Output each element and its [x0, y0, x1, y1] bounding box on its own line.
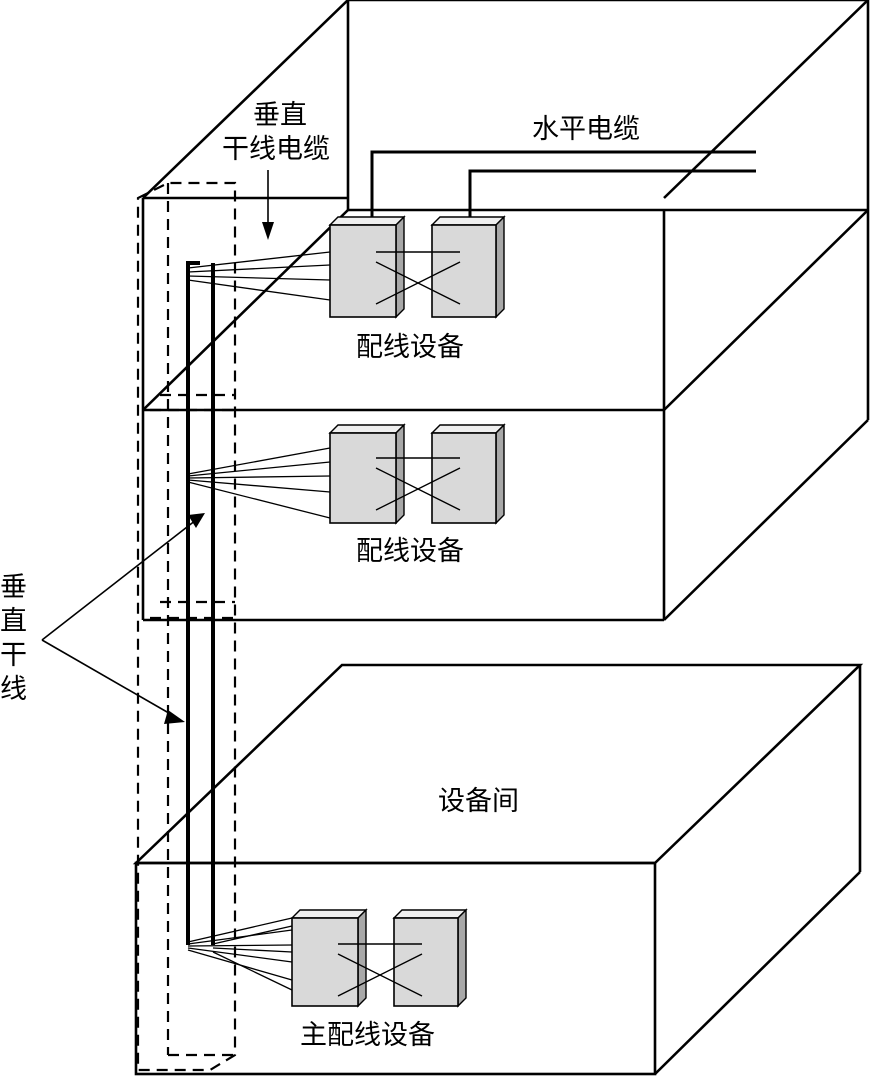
- vertical-cable-label-line2: 干线电缆: [222, 134, 330, 165]
- equipment-room-label: 设备间: [438, 786, 519, 817]
- vertical-shaft: [136, 181, 237, 1072]
- fanout-cables-bottom: [187, 917, 293, 991]
- wiring-equipment-middle: [328, 423, 506, 525]
- fanout-cables-middle: [187, 447, 331, 519]
- vertical-cable-arrow: [262, 170, 274, 240]
- vertical-cable-label-line1: 垂直: [253, 100, 307, 131]
- vertical-backbone-label-2: 直: [0, 606, 27, 637]
- equipment-room-box: [132, 663, 864, 1076]
- wiring-equipment-top: [328, 215, 506, 319]
- wiring-equipment-top-label: 配线设备: [356, 332, 464, 363]
- horizontal-cable-label: 水平电缆: [532, 114, 640, 145]
- fanout-cables-top: [187, 251, 331, 301]
- vertical-backbone-label-4: 线: [0, 674, 27, 705]
- top-floor-box: [141, 0, 870, 412]
- vertical-backbone-label-1: 垂: [0, 572, 27, 603]
- horizontal-cables: [370, 150, 756, 222]
- vertical-backbone-arrows: [41, 513, 205, 724]
- backbone-riser-cables: [186, 261, 215, 945]
- vertical-backbone-label-3: 干: [0, 640, 27, 671]
- main-wiring-equipment-label: 主配线设备: [300, 1020, 435, 1051]
- middle-floor-box: [141, 210, 870, 622]
- main-wiring-equipment: [290, 908, 468, 1008]
- wiring-equipment-middle-label: 配线设备: [356, 536, 464, 567]
